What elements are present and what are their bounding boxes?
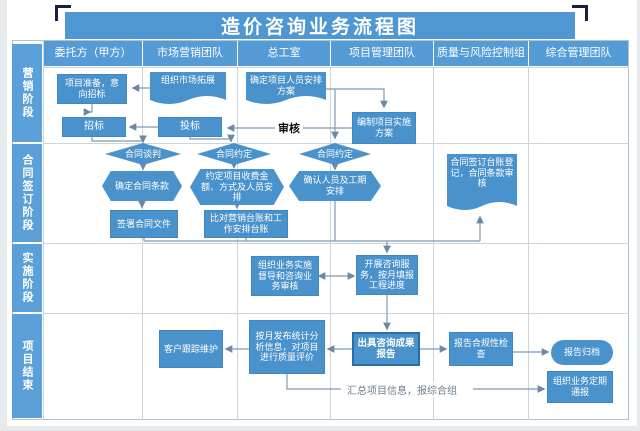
node-fee-agreement: 约定项目收费金额、方式及人员安排	[190, 169, 284, 205]
node-compare-ledgers: 比对营销台账和工作安排台账	[204, 210, 288, 238]
node-contract-negotiation: 合同谈判	[105, 143, 181, 165]
column-header-admin: 综合管理团队	[529, 41, 628, 66]
node-project-prep: 项目准备，意向招标	[57, 74, 127, 104]
page-edge-bottom	[0, 426, 640, 431]
title-corner-right-icon	[572, 5, 588, 21]
node-client-followup: 客户跟踪维护	[159, 330, 223, 368]
page-edge-right	[637, 0, 640, 431]
column-header-marketing: 市场营销团队	[143, 41, 237, 66]
node-contract-agreement-1: 合同约定	[197, 143, 271, 165]
node-conduct-consulting: 开展咨询服务，按月填报工程进度	[356, 255, 418, 295]
page-edge-left	[0, 0, 7, 431]
node-implementation-plan: 编制项目实施方案	[352, 112, 416, 144]
node-issue-report: 出具咨询成果报告	[352, 332, 420, 366]
node-supervision-audit: 组织业务实施督导和咨询业务审核	[251, 256, 319, 296]
node-market-expansion: 组织市场拓展	[150, 72, 226, 108]
lane-label-implementation-phase: 实施阶段	[12, 244, 42, 312]
page-title: 造价咨询业务流程图	[65, 12, 575, 39]
node-tendering: 招标	[62, 117, 126, 137]
node-confirm-staff-schedule: 确认人员及工期安排	[289, 171, 381, 201]
annotation-summary: 汇总项目信息，报综合组	[344, 382, 460, 397]
lane-label-marketing-phase: 营销阶段	[12, 44, 42, 142]
node-staffing-plan: 确定项目人员安排方案	[246, 72, 326, 108]
lane-label-contract-phase: 合同签订阶段	[12, 144, 42, 242]
column-header-quality: 质量与风险控制组	[434, 41, 528, 66]
node-contract-terms: 确定合同条款	[102, 171, 182, 201]
node-sign-contract: 签署合同文件	[110, 210, 178, 238]
node-contract-agreement-2: 合同约定	[299, 143, 371, 165]
node-monthly-statistics: 按月发布统计分析信息，对项目进行质量评价	[249, 320, 325, 374]
node-contract-ledger: 合同签订台账登记，合同条款审核	[447, 154, 517, 214]
column-header-chief: 总工室	[238, 41, 330, 66]
column-header-pm: 项目管理团队	[331, 41, 433, 66]
node-report-archive: 报告归档	[551, 340, 613, 365]
lane-label-project-end: 项目结束	[12, 314, 42, 418]
annotation-review: 审核	[275, 120, 303, 136]
node-compliance-check: 报告合规性检查	[449, 332, 513, 366]
node-periodic-briefing: 组织业务定期通报	[547, 371, 613, 403]
title-corner-left-icon	[55, 5, 71, 21]
node-bidding: 投标	[158, 117, 222, 137]
column-header-client: 委托方（甲方）	[44, 41, 142, 66]
